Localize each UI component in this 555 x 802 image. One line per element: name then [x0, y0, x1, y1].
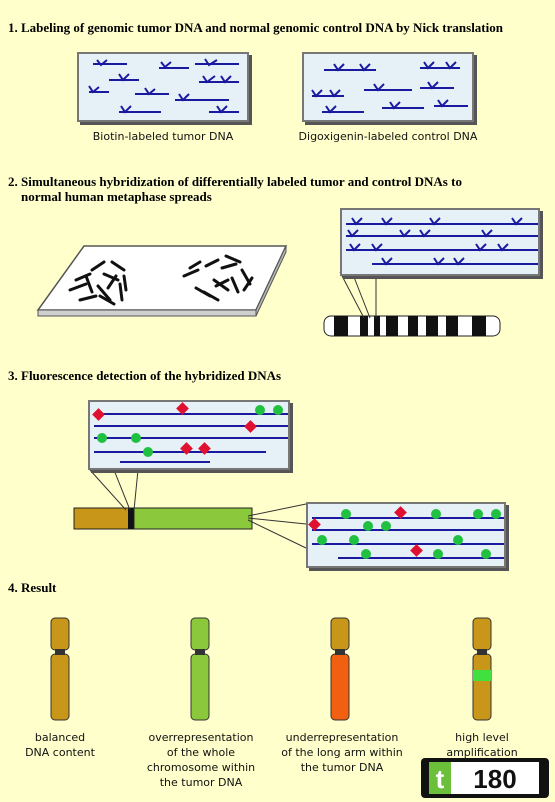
- svg-text:180: 180: [473, 764, 516, 794]
- step-3-title: 3. Fluorescence detection of the hybridi…: [8, 368, 282, 383]
- metaphase-spread-right: [182, 254, 254, 302]
- step-1-title: 1. Labeling of genomic tumor DNA and nor…: [8, 20, 503, 35]
- detection-zoom-panel-top: [88, 400, 290, 470]
- svg-text:t: t: [436, 764, 445, 794]
- control-dna-fragments: [311, 61, 468, 114]
- control-dna-panel: [302, 52, 474, 122]
- metaphase-chromosome: [323, 315, 501, 337]
- chromosome-gain: [190, 617, 210, 721]
- hybridized-chromosome: [73, 507, 253, 530]
- amplification-band: [473, 670, 491, 681]
- slide-glass: [36, 245, 288, 311]
- labeled-strands-right: [308, 506, 504, 559]
- chromosome-amplification: [472, 617, 492, 721]
- metaphase-spread-left: [68, 260, 128, 306]
- tumor-dna-fragments: [88, 58, 239, 114]
- step-4-title: 4. Result: [8, 580, 57, 595]
- hybridization-zoom-panel: [340, 208, 540, 276]
- step-2-title: 2. Simultaneous hybridization of differe…: [8, 174, 462, 189]
- step-2-title-cont: normal human metaphase spreads: [21, 189, 212, 204]
- chromosome-long-arm-loss: [330, 617, 350, 721]
- tumor-dna-caption: Biotin-labeled tumor DNA: [92, 130, 234, 143]
- control-dna-caption: Digoxigenin-labeled control DNA: [298, 130, 478, 143]
- tumor-dna-panel: [77, 52, 249, 122]
- chromosome-balanced: [50, 617, 70, 721]
- labeled-strands-top: [92, 402, 288, 463]
- hybridized-strands: [346, 217, 538, 266]
- t180-logo: t 180: [421, 758, 549, 798]
- detection-zoom-panel-right: [306, 502, 506, 568]
